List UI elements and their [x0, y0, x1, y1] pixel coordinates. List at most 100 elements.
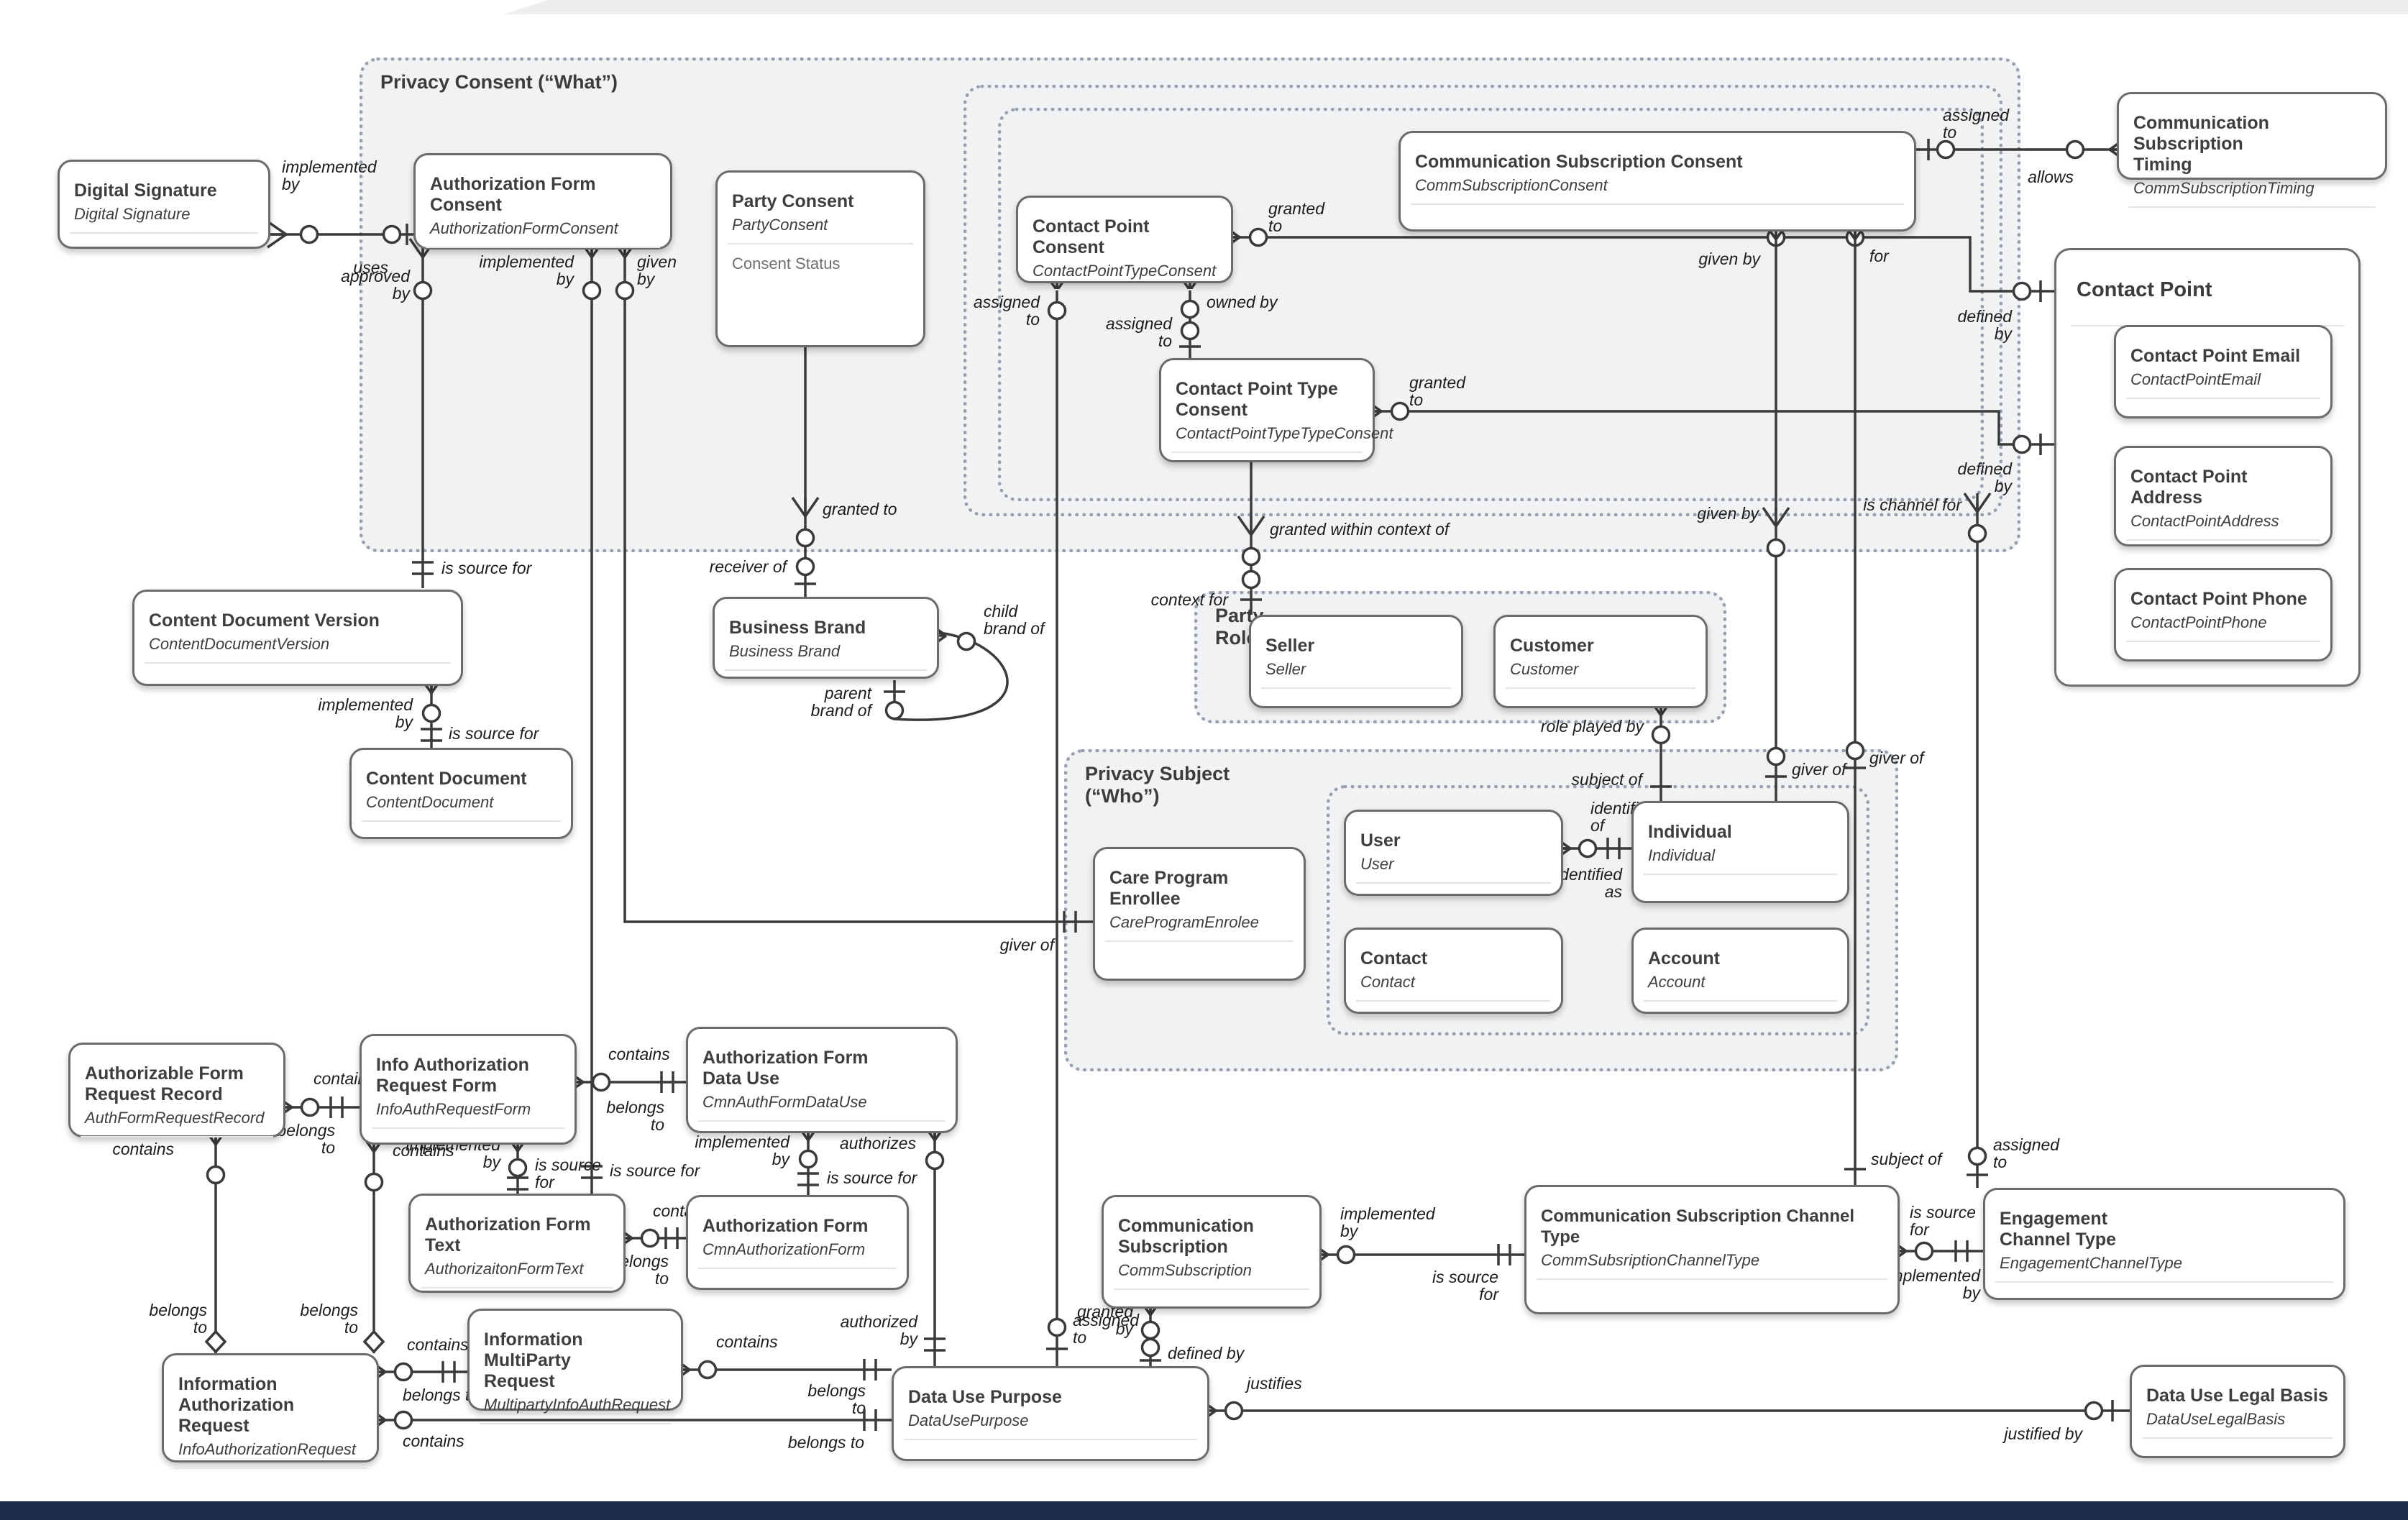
entity-title: Account: [1648, 948, 1720, 969]
entity-divider: [81, 1136, 273, 1137]
relationship-label: contains: [716, 1332, 778, 1351]
entity-divider: [1356, 882, 1551, 884]
entity-api-name: DataUsePurpose: [908, 1411, 1029, 1429]
entity-divider: [1411, 203, 1904, 205]
entity-divider: [1356, 1000, 1551, 1002]
entity-title: Info Authorization Request Form: [376, 1055, 529, 1096]
relationship-label: is channel for: [1863, 495, 1962, 514]
entity-title: Customer: [1510, 636, 1594, 656]
relationship-label: justifies: [1245, 1374, 1302, 1393]
entity-api-name: ContentDocument: [366, 793, 494, 811]
entity-title: Authorization Form Consent: [430, 174, 596, 215]
relationship-label: given by: [1698, 249, 1761, 268]
entity-divider: [698, 1268, 897, 1269]
relationship-label: granted within context of: [1270, 520, 1451, 539]
entity-title: Contact Point Phone: [2130, 589, 2307, 609]
relationship-label: giver of: [1792, 760, 1848, 779]
entity-title: Communication Subscription Channel Type: [1541, 1207, 1855, 1247]
entity-api-name: Seller: [1265, 660, 1306, 678]
entity-api-name: DataUseLegalBasis: [2146, 1410, 2286, 1428]
entity-api-name: Customer: [1510, 660, 1579, 678]
entity-divider: [145, 662, 451, 664]
relationship-label: for: [1869, 247, 1890, 265]
relationship-label: defined by: [1168, 1344, 1245, 1363]
entity-divider: [2126, 398, 2320, 399]
entity-api-name: ContactPointPhone: [2130, 613, 2267, 631]
entity-api-name: ContactPointEmail: [2130, 370, 2261, 388]
entity-title: Authorization Form: [702, 1216, 869, 1236]
relationship-label: receiver of: [710, 557, 789, 576]
entity-title: Communication Subscription Timing: [2133, 113, 2269, 175]
entity-divider: [70, 232, 258, 234]
relationship-label: authorizes: [840, 1134, 917, 1153]
entity-api-name: CommSubsriptionChannelType: [1541, 1251, 1760, 1269]
entity-title: Data Use Purpose: [908, 1387, 1062, 1407]
entity-divider: [1537, 1278, 1887, 1280]
entity-divider: [372, 1127, 564, 1129]
entity-title: Engagement Channel Type: [2000, 1209, 2117, 1250]
entity-title: Information MultiParty Request: [484, 1329, 583, 1391]
entity-title: Contact Point Email: [2130, 346, 2301, 366]
relationship-label: is source for: [449, 724, 540, 743]
relationship-label: role played by: [1541, 717, 1645, 736]
entity-title: Communication Subscription: [1118, 1216, 1254, 1257]
entity-divider: [2126, 539, 2320, 541]
group-label-privacy-consent-what: Privacy Consent (“What”): [380, 71, 618, 93]
entity-divider: [904, 1439, 1197, 1440]
entity-api-name: AuthorizationFormConsent: [430, 219, 618, 237]
relationship-label: contains: [112, 1140, 174, 1158]
relationship-label: contains: [608, 1045, 670, 1063]
entity-divider: [2129, 206, 2375, 208]
entity-divider: [1114, 1288, 1309, 1290]
entity-divider: [421, 1287, 613, 1288]
entity-title: Contact Point Address: [2130, 467, 2248, 508]
entity-title: Care Program Enrollee: [1109, 868, 1229, 909]
entity-divider: [1171, 452, 1363, 453]
entity-api-name: InfoAuthorizationRequest: [178, 1440, 357, 1458]
entity-divider: [1644, 1000, 1837, 1002]
entity-title: Party Consent: [732, 191, 854, 211]
entity-divider: [2126, 641, 2320, 642]
entity-api-name: Contact: [1360, 973, 1415, 991]
group-label-contact-point: Contact Point: [2077, 278, 2212, 301]
